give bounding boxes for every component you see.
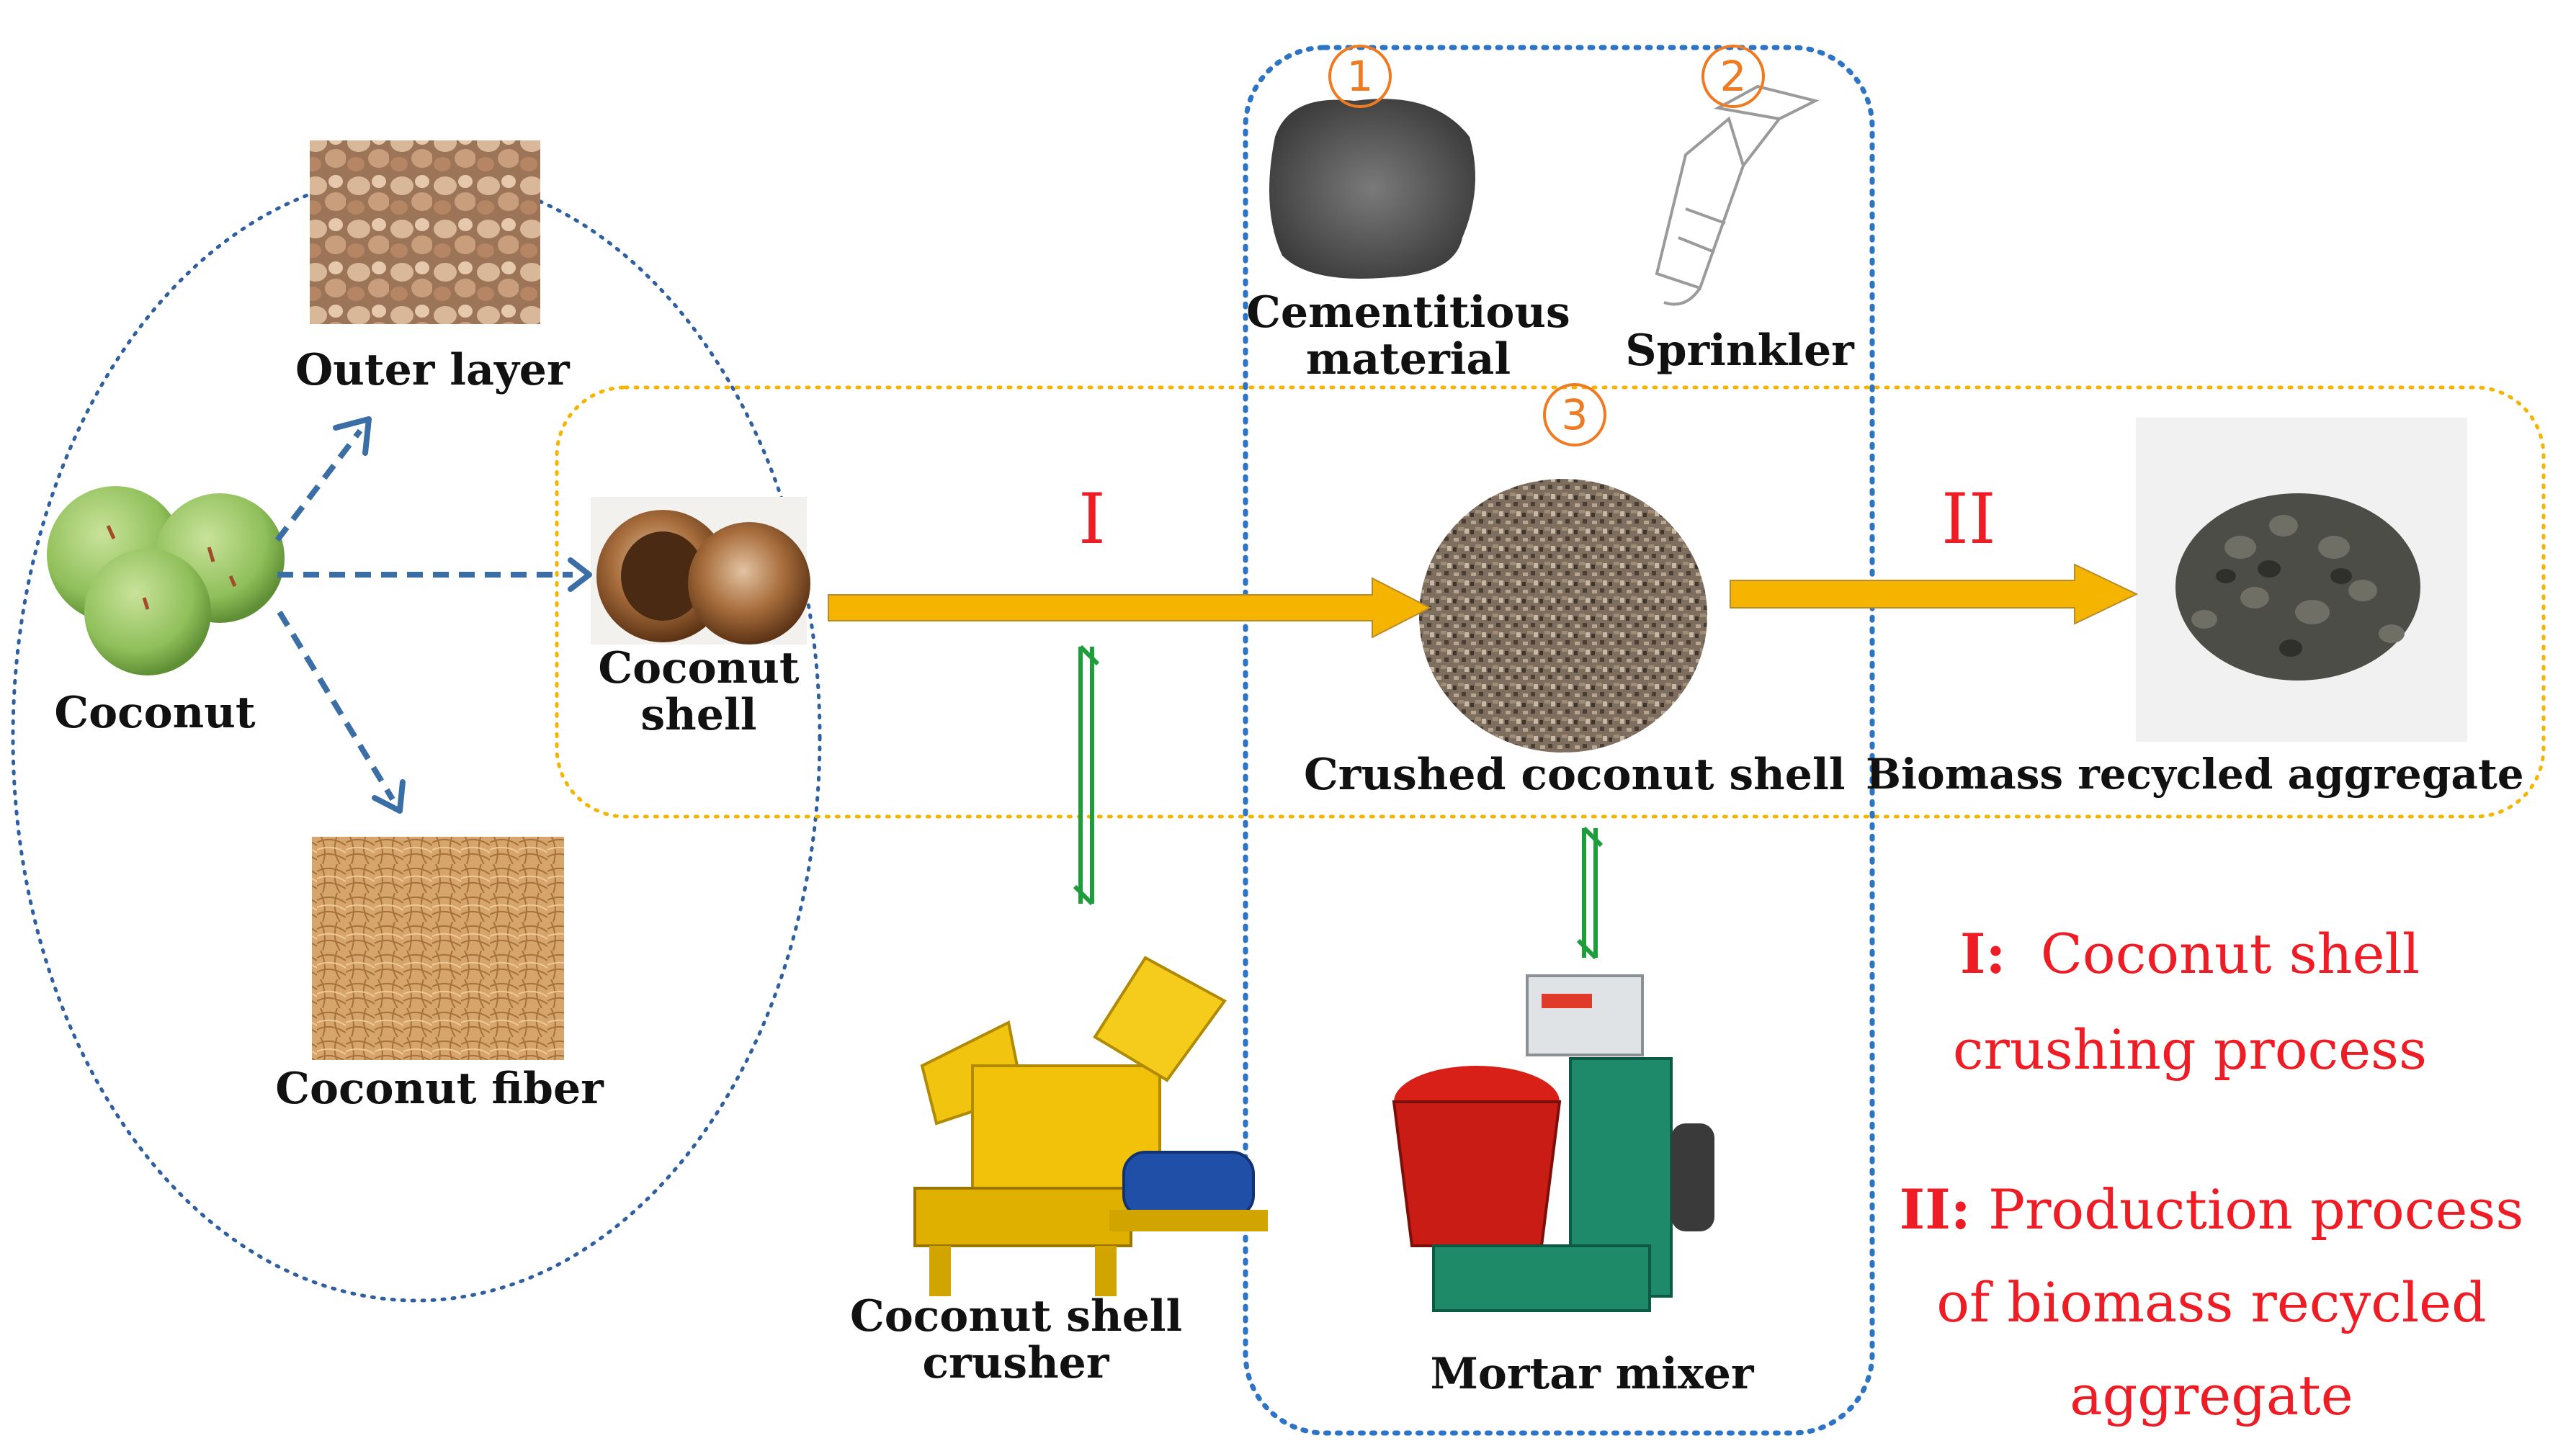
- biomass-aggregate-image: [2136, 418, 2467, 742]
- dashed-arrowheads: [333, 416, 592, 814]
- legend-step-2: II: Production process of biomass recycl…: [1887, 1163, 2536, 1442]
- label-sprinkler: Sprinkler: [1625, 325, 1854, 376]
- label-coconut-shell-crusher: Coconut shell crusher: [850, 1291, 1183, 1388]
- label-mortar-mixer: Mortar mixer: [1430, 1349, 1754, 1399]
- marker-1: 1: [1328, 45, 1392, 108]
- legend-text-2-line2: of biomass recycled: [1936, 1270, 2487, 1335]
- marker-2: 2: [1701, 45, 1765, 108]
- main-arrow-1: [828, 577, 1432, 639]
- legend-text-1-line1: Coconut shell: [2040, 922, 2420, 986]
- step-label-1: I: [1078, 479, 1106, 560]
- label-cementitious-line1: Cementitious: [1246, 287, 1570, 338]
- crushed-coconut-shell-image: [1419, 479, 1707, 753]
- exchange-arrow-mixer: [1576, 826, 1604, 960]
- label-outer-layer: Outer layer: [295, 345, 570, 395]
- marker-3: 3: [1543, 383, 1606, 446]
- legend-step-1-line1: I: Coconut shell: [1902, 906, 2478, 1002]
- label-coconut-shell-line1: Coconut: [598, 643, 800, 693]
- cementitious-material-image: [1269, 99, 1475, 279]
- coconut-fiber-image: [312, 837, 564, 1060]
- legend-step-2-line1: II: Production process: [1887, 1163, 2536, 1256]
- legend-text-1-line2: crushing process: [1952, 1018, 2428, 1082]
- exchange-arrow-crusher: [1073, 645, 1100, 906]
- legend-step-1: I: Coconut shell crushing process: [1902, 906, 2478, 1097]
- legend-key-1: I:: [1959, 922, 2006, 986]
- label-crusher-line1: Coconut shell: [850, 1291, 1183, 1342]
- label-coconut-fiber: Coconut fiber: [275, 1064, 604, 1114]
- sprinkler-image: [1655, 84, 1820, 306]
- legend-text-2-line1: Production process: [1987, 1177, 2524, 1241]
- label-cementitious-line2: material: [1305, 333, 1511, 385]
- label-cementitious-material: Cementitious material: [1239, 289, 1578, 383]
- coconut-shell-crusher-image: [913, 956, 1268, 1296]
- label-coconut-shell: Coconut shell: [583, 645, 814, 739]
- legend-text-2-line3: aggregate: [2070, 1363, 2353, 1428]
- mixing-stage-box: [1243, 45, 1875, 1436]
- coconut-image: [47, 486, 285, 675]
- step-label-2: II: [1941, 479, 1996, 560]
- main-arrow-2: [1730, 563, 2139, 625]
- main-process-box: [555, 385, 2546, 819]
- label-crusher-line2: crusher: [922, 1337, 1109, 1388]
- legend-key-2: II:: [1899, 1177, 1971, 1241]
- label-coconut-shell-line2: shell: [640, 689, 757, 740]
- outer-layer-image: [310, 140, 540, 324]
- label-biomass-aggregate: Biomass recycled aggregate: [1866, 750, 2524, 799]
- label-coconut: Coconut: [54, 688, 256, 738]
- coconut-shell-image: [591, 497, 810, 645]
- dashed-arrows: [274, 428, 573, 801]
- mortar-mixer-image: [1392, 974, 1714, 1312]
- label-crushed-coconut-shell: Crushed coconut shell: [1304, 750, 1846, 800]
